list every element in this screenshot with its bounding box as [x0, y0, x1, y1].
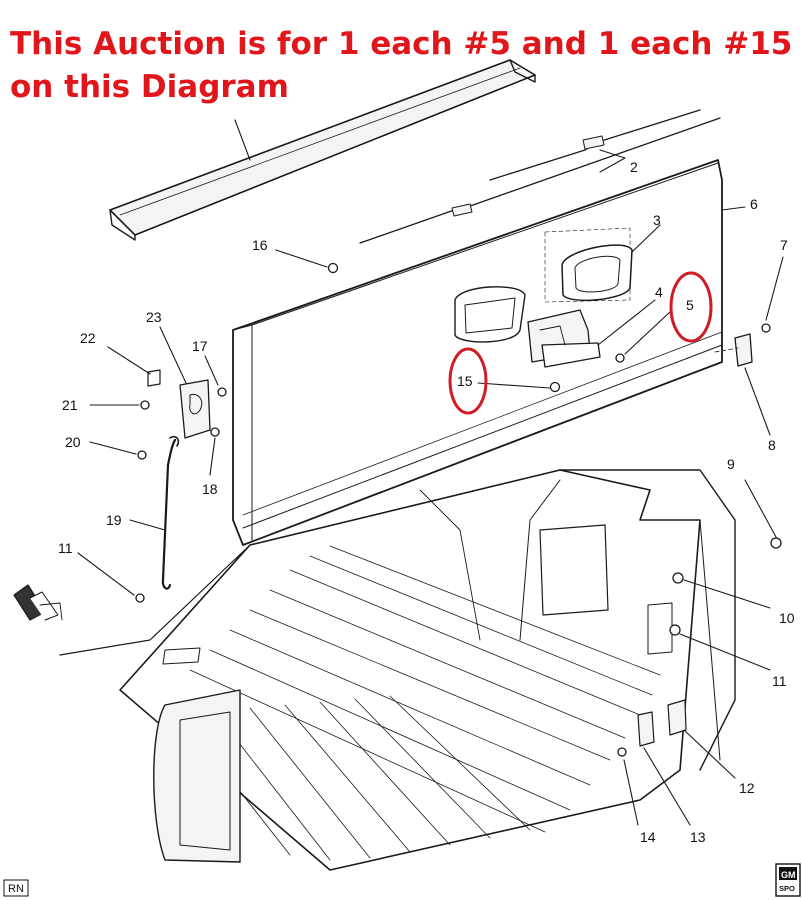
logo-gm-text: GM — [781, 870, 796, 880]
callout-numbers: 2 3 4 5 6 7 8 9 10 11 11 12 13 14 15 16 … — [58, 159, 795, 845]
callout-11-left: 11 — [58, 540, 73, 556]
callout-5: 5 — [686, 297, 694, 313]
hinge-bracket — [714, 333, 753, 367]
callout-6: 6 — [750, 196, 758, 212]
callout-17: 17 — [192, 338, 208, 354]
corner-marks: RN GM SPO — [3, 863, 801, 897]
corner-label-rn: RN — [8, 883, 24, 895]
latch-rods — [359, 109, 721, 244]
latch-assembly — [179, 379, 211, 439]
callout-3: 3 — [653, 212, 661, 228]
highlight-rings — [448, 271, 713, 415]
callout-22: 22 — [80, 330, 96, 346]
support-cable — [161, 435, 180, 590]
callout-2: 2 — [630, 159, 638, 175]
callout-18: 18 — [202, 481, 218, 497]
callout-13: 13 — [690, 829, 706, 845]
auction-headline-line-1: This Auction is for 1 each #5 and 1 each… — [10, 26, 793, 62]
highlight-ring-part-5 — [669, 271, 713, 343]
callout-11-right: 11 — [772, 673, 787, 689]
callout-16: 16 — [252, 237, 268, 253]
callout-15: 15 — [457, 373, 473, 389]
handle-bezel — [561, 244, 633, 302]
fasteners — [135, 262, 782, 757]
tailgate-cap — [109, 59, 536, 241]
callout-12: 12 — [739, 780, 755, 796]
highlight-ring-part-15 — [448, 347, 488, 415]
handle-assembly — [527, 309, 601, 368]
leader-lines — [77, 119, 784, 826]
gm-spo-logo: GM SPO — [775, 863, 801, 897]
callout-7: 7 — [780, 237, 788, 253]
callout-23: 23 — [146, 309, 162, 325]
callout-8: 8 — [768, 437, 776, 453]
callout-20: 20 — [65, 434, 81, 450]
callout-9: 9 — [727, 456, 735, 472]
callout-21: 21 — [62, 397, 78, 413]
truck-bed — [59, 469, 736, 871]
callout-10: 10 — [779, 610, 795, 626]
logo-spo-text: SPO — [779, 884, 795, 893]
callout-4: 4 — [655, 284, 663, 300]
auction-headline-line-2: on this Diagram — [10, 69, 289, 105]
orientation-arrow-icon — [13, 584, 63, 621]
callout-14: 14 — [640, 829, 656, 845]
callout-19: 19 — [106, 512, 122, 528]
